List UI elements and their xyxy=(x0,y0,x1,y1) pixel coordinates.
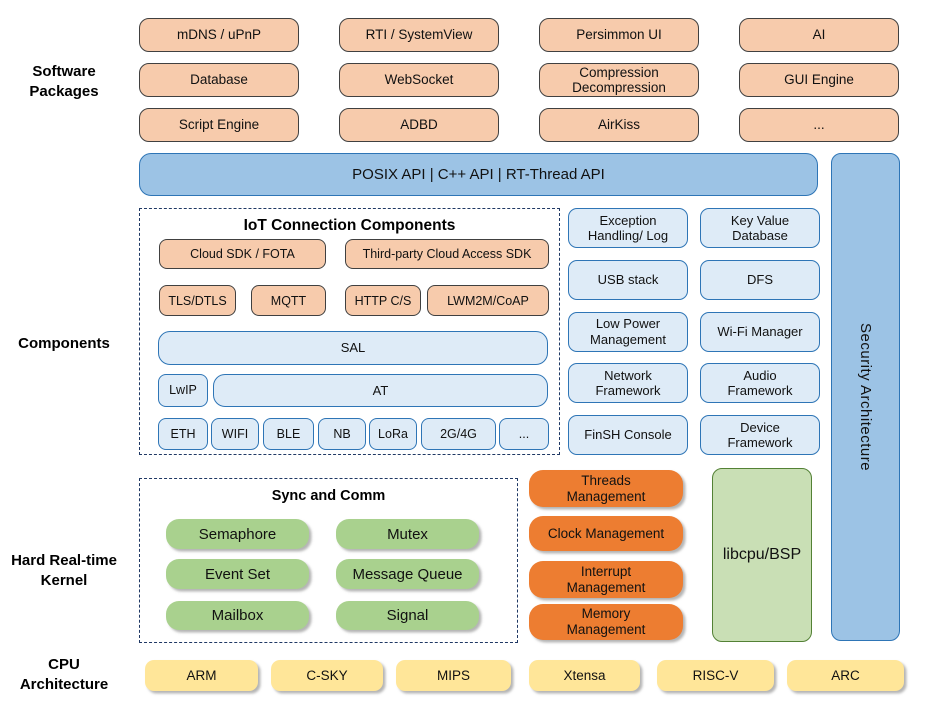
package-gui-engine-box: GUI Engine xyxy=(739,63,899,97)
software-packages-grid: mDNS / uPnP RTI / SystemView Persimmon U… xyxy=(139,18,899,142)
ipc-signal-box: Signal xyxy=(336,601,479,630)
service-low-power-box: Low Power Management xyxy=(568,311,688,352)
iot-components-title: IoT Connection Components xyxy=(243,217,456,234)
http-cs-box: HTTP C/S xyxy=(345,285,421,316)
kernel-interrupt-box: Interrupt Management xyxy=(529,561,683,598)
link-more-box: ... xyxy=(499,418,549,450)
service-exception-log-box: Exception Handling/ Log xyxy=(568,208,688,248)
package-mdns-upnp-box: mDNS / uPnP xyxy=(139,18,299,52)
link-2g4g-box: 2G/4G xyxy=(421,418,496,450)
cpu-xtensa-box: Xtensa xyxy=(529,660,640,691)
link-lora-box: LoRa xyxy=(369,418,417,450)
third-party-cloud-sdk-box: Third-party Cloud Access SDK xyxy=(345,239,549,269)
sal-box: SAL xyxy=(158,331,548,365)
ipc-event-set-box: Event Set xyxy=(166,559,309,589)
service-dfs-box: DFS xyxy=(700,259,820,300)
security-architecture-bar: Security Architecture xyxy=(831,153,900,641)
cpu-arc-box: ARC xyxy=(787,660,904,691)
cpu-riscv-box: RISC-V xyxy=(657,660,774,691)
cpu-arm-box: ARM xyxy=(145,660,258,691)
service-device-framework-box: Device Framework xyxy=(700,415,820,455)
kernel-threads-box: Threads Management xyxy=(529,470,683,507)
sync-comm-title: Sync and Comm xyxy=(271,488,386,504)
service-key-value-db-box: Key Value Database xyxy=(700,208,820,248)
package-adbd-box: ADBD xyxy=(339,108,499,142)
package-ai-box: AI xyxy=(739,18,899,52)
package-airkiss-box: AirKiss xyxy=(539,108,699,142)
service-usb-stack-box: USB stack xyxy=(568,259,688,300)
mqtt-box: MQTT xyxy=(251,285,326,316)
label-cpu-architecture: CPU Architecture xyxy=(19,656,109,693)
ipc-mailbox-box: Mailbox xyxy=(166,601,309,630)
security-architecture-label: Security Architecture xyxy=(857,322,874,472)
component-services-grid: Exception Handling/ Log Key Value Databa… xyxy=(568,208,820,455)
kernel-memory-box: Memory Management xyxy=(529,604,683,640)
ipc-semaphore-box: Semaphore xyxy=(166,519,309,549)
package-persimmon-ui-box: Persimmon UI xyxy=(539,18,699,52)
posix-api-bar: POSIX API | C++ API | RT-Thread API xyxy=(139,153,818,196)
libcpu-bsp-box: libcpu/BSP xyxy=(712,468,812,642)
service-audio-framework-box: Audio Framework xyxy=(700,363,820,404)
lwip-box: LwIP xyxy=(158,374,208,407)
package-websocket-box: WebSocket xyxy=(339,63,499,97)
cloud-sdk-fota-box: Cloud SDK / FOTA xyxy=(159,239,326,269)
package-more-box: ... xyxy=(739,108,899,142)
label-components: Components xyxy=(18,335,110,352)
sync-comm-group: Sync and Comm Semaphore Mutex Event Set … xyxy=(139,478,518,643)
kernel-clock-box: Clock Management xyxy=(529,516,683,551)
package-script-engine-box: Script Engine xyxy=(139,108,299,142)
package-database-box: Database xyxy=(139,63,299,97)
at-box: AT xyxy=(213,374,548,407)
link-wifi-box: WIFI xyxy=(211,418,259,450)
cpu-csky-box: C-SKY xyxy=(271,660,383,691)
package-compression-box: Compression Decompression xyxy=(539,63,699,97)
tls-dtls-box: TLS/DTLS xyxy=(159,285,236,316)
cpu-mips-box: MIPS xyxy=(396,660,511,691)
iot-components-group: IoT Connection Components Cloud SDK / FO… xyxy=(139,208,560,455)
service-finsh-console-box: FinSH Console xyxy=(568,415,688,455)
label-software-packages: Software Packages xyxy=(29,63,99,100)
link-nb-box: NB xyxy=(318,418,366,450)
ipc-message-queue-box: Message Queue xyxy=(336,559,479,589)
lwm2m-coap-box: LWM2M/CoAP xyxy=(427,285,549,316)
link-ble-box: BLE xyxy=(263,418,314,450)
service-wifi-manager-box: Wi-Fi Manager xyxy=(700,311,820,352)
service-network-framework-box: Network Framework xyxy=(568,363,688,404)
label-hard-realtime-kernel: Hard Real-time Kernel xyxy=(11,552,117,589)
link-eth-box: ETH xyxy=(158,418,208,450)
package-rti-systemview-box: RTI / SystemView xyxy=(339,18,499,52)
ipc-mutex-box: Mutex xyxy=(336,519,479,549)
